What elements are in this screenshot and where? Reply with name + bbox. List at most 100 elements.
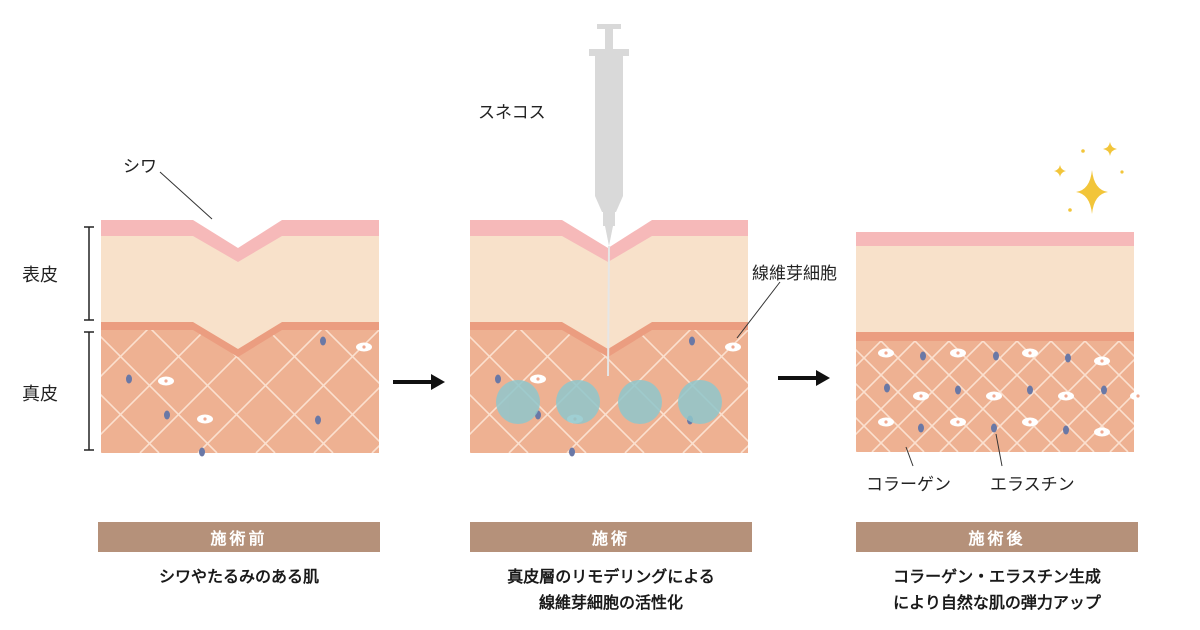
collagen-fiber bbox=[856, 332, 959, 436]
collagen-fiber bbox=[856, 332, 925, 402]
injection-bubble bbox=[496, 380, 540, 424]
dermis-label: 真皮 bbox=[22, 384, 58, 405]
collagen-fiber bbox=[470, 318, 529, 378]
collagen-fiber bbox=[1144, 332, 1200, 452]
elastin-node bbox=[569, 447, 575, 457]
elastin-leader-line bbox=[995, 433, 1003, 467]
fibroblast-leader-line bbox=[736, 281, 781, 339]
cell-nucleus bbox=[536, 377, 540, 381]
fiber-network bbox=[101, 318, 379, 453]
panel-caption-before: シワやたるみのある肌 bbox=[98, 564, 380, 590]
syringe-icon bbox=[589, 24, 629, 377]
panel-title-before: 施術前 bbox=[98, 522, 380, 552]
elastin-node bbox=[918, 423, 924, 433]
elastin-node bbox=[884, 383, 890, 393]
elastin-node bbox=[164, 410, 170, 420]
collagen-leader-line bbox=[905, 446, 914, 467]
collagen-fiber bbox=[101, 393, 160, 453]
fibroblast-cells bbox=[878, 348, 1146, 437]
elastin-node bbox=[955, 385, 961, 395]
collagen-fiber bbox=[740, 318, 748, 327]
cell-nucleus bbox=[1028, 351, 1032, 355]
collagen-fiber bbox=[197, 318, 334, 453]
collagen-fiber bbox=[313, 318, 379, 385]
cell-nucleus bbox=[884, 420, 888, 424]
basal-line bbox=[856, 332, 1134, 341]
basal-line bbox=[101, 322, 379, 357]
collagen-fiber bbox=[905, 332, 1027, 452]
cell-nucleus bbox=[956, 351, 960, 355]
caption-line: コラーゲン・エラスチン生成 bbox=[893, 567, 1101, 586]
cell-nucleus bbox=[884, 351, 888, 355]
elastin-node bbox=[1101, 385, 1107, 395]
panel-after-illustration bbox=[856, 142, 1200, 452]
injection-bubble bbox=[618, 380, 662, 424]
skin-surface bbox=[470, 220, 748, 262]
collagen-fiber bbox=[682, 386, 748, 453]
epidermis-label: 表皮 bbox=[22, 265, 58, 286]
collagen-fiber bbox=[740, 444, 748, 453]
collagen-fiber bbox=[856, 332, 891, 368]
cell-nucleus bbox=[1100, 359, 1104, 363]
dermis-layer bbox=[856, 332, 1200, 452]
layer-brackets bbox=[84, 226, 94, 451]
collagen-fiber bbox=[101, 318, 218, 436]
panel-caption-treatment: 真皮層のリモデリングによる 線維芽細胞の活性化 bbox=[440, 564, 782, 616]
elastin-label: エラスチン bbox=[990, 475, 1075, 495]
cell-nucleus bbox=[203, 417, 207, 421]
cell-nucleus bbox=[919, 394, 923, 398]
collagen-fiber bbox=[1109, 426, 1134, 452]
injection-bubble bbox=[556, 380, 600, 424]
panel-treatment-illustration bbox=[470, 24, 748, 457]
elastin-node bbox=[126, 374, 132, 384]
collagen-fiber bbox=[470, 393, 529, 453]
collagen-fiber bbox=[856, 416, 891, 452]
right-arrow-icon bbox=[393, 374, 445, 390]
caption-line: により自然な肌の弾力アップ bbox=[893, 593, 1101, 612]
elastin-node bbox=[993, 351, 999, 361]
cell-nucleus bbox=[1136, 394, 1140, 398]
collagen-fiber bbox=[101, 318, 160, 378]
elastin-node bbox=[495, 374, 501, 384]
collagen-fiber bbox=[1144, 332, 1200, 452]
epidermis-layer bbox=[856, 246, 1134, 332]
collagen-fiber bbox=[856, 450, 857, 452]
panel-before-illustration bbox=[101, 220, 379, 457]
collagen-fiber bbox=[856, 332, 857, 334]
panel-title-treatment: 施術 bbox=[470, 522, 752, 552]
collagen-fiber bbox=[1109, 332, 1134, 358]
needle-label: スネコス bbox=[478, 103, 546, 123]
caption-line: 線維芽細胞の活性化 bbox=[538, 593, 683, 612]
collagen-fiber bbox=[939, 332, 1061, 452]
wrinkle-leader-line bbox=[159, 171, 213, 220]
cell-nucleus bbox=[1028, 420, 1032, 424]
collagen-fiber bbox=[682, 318, 748, 385]
collagen-fiber bbox=[871, 332, 993, 452]
cell-nucleus bbox=[1100, 430, 1104, 434]
cell-nucleus bbox=[1064, 394, 1068, 398]
elastin-node bbox=[1065, 353, 1071, 363]
elastin-node bbox=[689, 336, 695, 346]
elastin-node bbox=[920, 351, 926, 361]
fibroblast-cells bbox=[126, 336, 372, 457]
collagen-label: コラーゲン bbox=[866, 475, 951, 495]
collagen-fiber bbox=[313, 386, 379, 453]
panel-caption-after: コラーゲン・エラスチン生成 により自然な肌の弾力アップ bbox=[836, 564, 1158, 616]
elastin-node bbox=[199, 447, 205, 457]
cell-nucleus bbox=[731, 345, 735, 349]
elastin-node bbox=[991, 423, 997, 433]
collagen-fiber bbox=[1075, 332, 1134, 392]
cell-nucleus bbox=[992, 394, 996, 398]
right-arrow-icon bbox=[778, 370, 830, 386]
collagen-fiber bbox=[1178, 332, 1200, 452]
injection-bubble bbox=[678, 380, 722, 424]
cell-nucleus bbox=[362, 345, 366, 349]
panel-title-after: 施術後 bbox=[856, 522, 1138, 552]
collagen-fiber bbox=[1178, 332, 1200, 452]
elastin-node bbox=[1063, 425, 1069, 435]
elastin-node bbox=[315, 415, 321, 425]
cell-nucleus bbox=[956, 420, 960, 424]
wrinkle-label: シワ bbox=[123, 157, 157, 177]
collagen-fiber bbox=[255, 328, 379, 453]
